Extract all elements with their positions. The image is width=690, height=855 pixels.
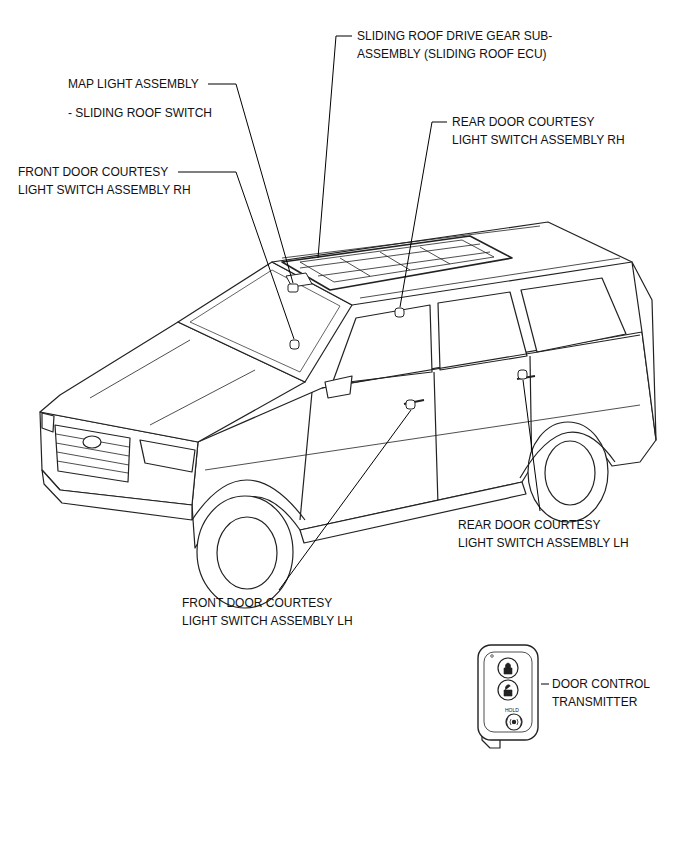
panic-button xyxy=(506,714,522,730)
lock-button xyxy=(498,658,518,678)
part-label: REAR DOOR COURTESY LIGHT SWITCH ASSEMBLY… xyxy=(458,516,636,552)
side-mirror xyxy=(325,376,352,398)
courtesy-switch-rear-rh xyxy=(395,308,404,317)
part-label: REAR DOOR COURTESY LIGHT SWITCH ASSEMBLY… xyxy=(452,113,630,149)
courtesy-switch-front-rh xyxy=(290,340,299,349)
fender-flare xyxy=(192,432,615,520)
panic-icon xyxy=(507,717,522,727)
hood-crease xyxy=(90,340,255,425)
front-rim xyxy=(217,517,277,589)
rear-tire xyxy=(528,422,608,522)
transmitter-body xyxy=(478,645,538,740)
running-board xyxy=(300,482,526,543)
lock-icon xyxy=(504,663,512,674)
sliding-roof-glass xyxy=(300,240,494,282)
unlock-icon xyxy=(504,685,512,696)
part-label: DOOR CONTROL TRANSMITTER xyxy=(552,675,654,711)
transmitter-face xyxy=(484,652,532,732)
part-label: FRONT DOOR COURTESY LIGHT SWITCH ASSEMBL… xyxy=(182,594,364,630)
courtesy-switch-front-lh xyxy=(406,400,415,409)
sliding-roof-frame xyxy=(282,236,512,290)
courtesy-switch-rear-lh xyxy=(518,370,527,379)
door-handle xyxy=(404,376,535,404)
emblem xyxy=(83,436,101,448)
indicator-led xyxy=(491,655,494,658)
panic-dot xyxy=(512,720,515,723)
rear-door-window xyxy=(438,292,527,370)
part-label: SLIDING ROOF DRIVE GEAR SUB-ASSEMBLY (SL… xyxy=(357,27,589,63)
map-light-switch xyxy=(288,284,298,292)
headlight xyxy=(140,440,195,472)
rear-rim xyxy=(545,441,595,505)
unlock-button xyxy=(498,680,518,700)
front-tire xyxy=(197,496,293,608)
grille xyxy=(55,425,130,482)
part-label: MAP LIGHT ASSEMBLY xyxy=(68,75,199,93)
rear-pillar xyxy=(632,262,656,440)
button-caption: HOLD xyxy=(505,707,525,713)
grille-bars xyxy=(56,434,129,473)
headlight-far xyxy=(42,413,54,432)
part-label: FRONT DOOR COURTESY LIGHT SWITCH ASSEMBL… xyxy=(18,163,200,199)
quarter-window xyxy=(521,278,626,352)
part-label: - SLIDING ROOF SWITCH xyxy=(68,104,212,122)
